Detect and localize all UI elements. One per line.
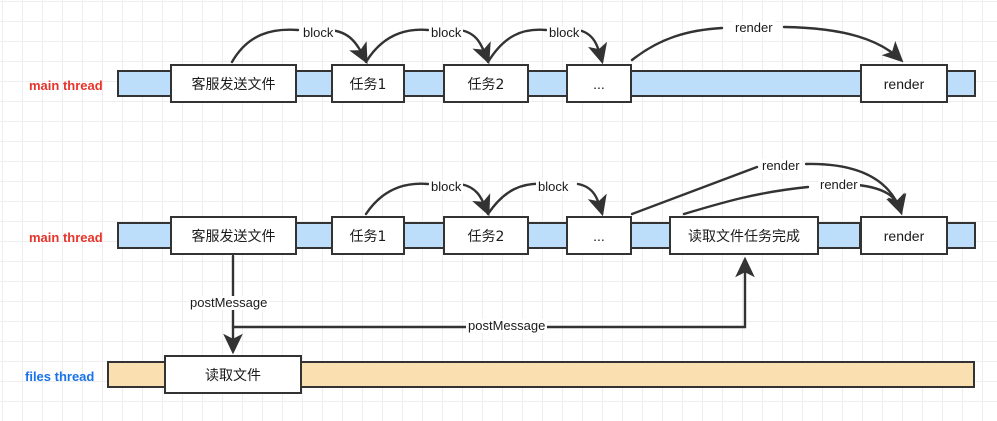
row2-idle-bar-2 — [291, 222, 336, 249]
row2-idle-bar-6 — [815, 222, 861, 249]
task-box-r2-send-file[interactable]: 客服发送文件 — [170, 216, 297, 255]
arrow-r2-render-1-in — [630, 165, 759, 216]
edge-label-r1-block-3: block — [547, 25, 582, 41]
task-box-r2-task1[interactable]: 任务1 — [331, 216, 405, 255]
edge-label-r2-block-1: block — [429, 179, 464, 195]
edge-label-r2-render-1: render — [760, 158, 802, 174]
task-box-r2-ellipsis[interactable]: ... — [566, 216, 632, 255]
row1-idle-bar-5 — [627, 70, 865, 97]
row2-idle-bar-7 — [944, 222, 976, 249]
arrow-r1-block-1 — [328, 28, 368, 64]
arrow-r1-render — [782, 25, 904, 63]
edge-label-r2-block-2: block — [536, 179, 571, 195]
row2-idle-bar-3 — [400, 222, 448, 249]
task-box-r1-task2[interactable]: 任务2 — [443, 64, 529, 103]
arrow-r2-render-2-in — [682, 185, 810, 216]
task-box-r1-task1[interactable]: 任务1 — [331, 64, 405, 103]
row1-idle-bar-4 — [523, 70, 571, 97]
row1-idle-bar-6 — [944, 70, 976, 97]
arrow-r1-block-1-in — [230, 28, 300, 64]
task-box-r1-render[interactable]: render — [860, 64, 948, 103]
task-box-r2-render[interactable]: render — [860, 216, 948, 255]
arrow-r1-block-3-in — [486, 28, 548, 64]
files-thread-bar-right — [295, 361, 975, 388]
arrow-r2-block-1-in — [364, 182, 430, 216]
edge-label-r1-render: render — [733, 20, 775, 36]
task-box-r2-file-done[interactable]: 读取文件任务完成 — [669, 216, 819, 255]
edge-label-r1-block-1: block — [301, 25, 336, 41]
arrow-r2-block-2 — [576, 182, 607, 217]
task-box-r1-send-file[interactable]: 客服发送文件 — [170, 64, 297, 103]
arrow-r2-block-1 — [458, 182, 491, 217]
row1-idle-bar-2 — [291, 70, 336, 97]
row1-idle-bar-3 — [400, 70, 448, 97]
arrow-r1-block-2-in — [364, 28, 430, 64]
arrow-r1-render-in — [630, 26, 724, 62]
edge-label-r1-block-2: block — [429, 25, 464, 41]
lane-label-main-thread-1: main thread — [29, 78, 103, 93]
task-box-r2-task2[interactable]: 任务2 — [443, 216, 529, 255]
edge-label-post-message-up: postMessage — [466, 318, 548, 334]
arrow-r2-render-2 — [856, 183, 907, 216]
arrow-r1-block-2 — [458, 28, 491, 65]
row1-idle-bar-1 — [117, 70, 175, 97]
row2-idle-bar-4 — [523, 222, 571, 249]
lane-label-files-thread: files thread — [25, 369, 95, 384]
task-box-r1-ellipsis[interactable]: ... — [566, 64, 632, 103]
arrow-post-message-up — [231, 256, 755, 329]
lane-label-main-thread-2: main thread — [29, 230, 103, 245]
arrow-r1-block-3 — [576, 28, 608, 65]
edge-label-r2-render-2: render — [818, 177, 860, 193]
row2-idle-bar-1 — [117, 222, 175, 249]
task-box-r3-read-file[interactable]: 读取文件 — [164, 355, 302, 394]
row2-idle-bar-5 — [627, 222, 673, 249]
edge-label-post-message-down: postMessage — [188, 295, 270, 311]
